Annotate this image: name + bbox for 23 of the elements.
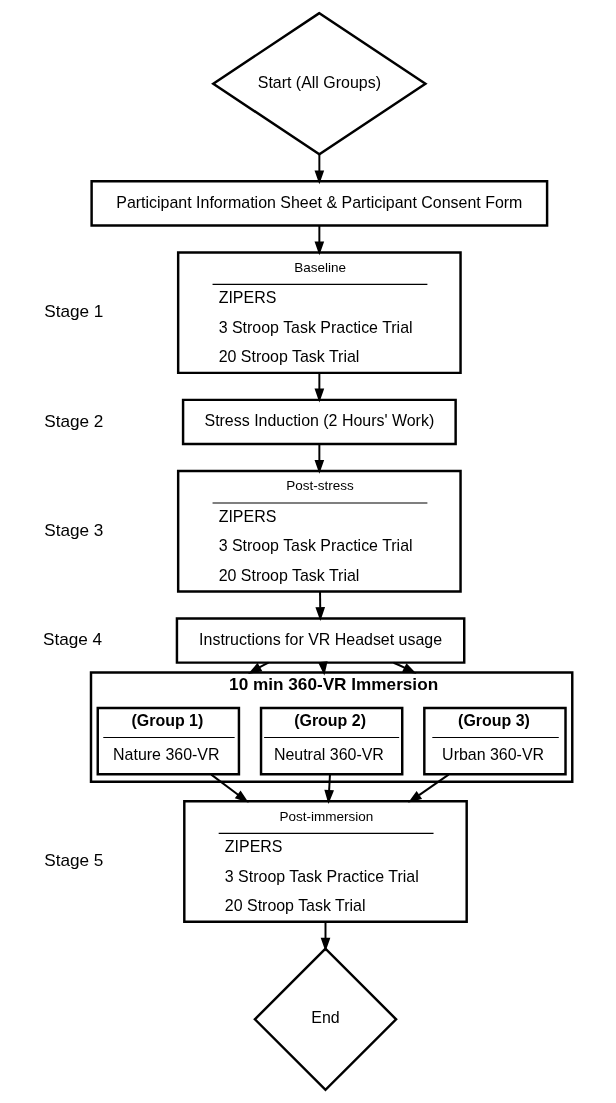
node-box: (Group 2) Neutral 360-VR — [259, 706, 404, 776]
arrow — [314, 224, 325, 256]
node-box: Post-stress ZIPERS 3 Stroop Task Practice Trial 20 Stroop Task Trial — [176, 469, 462, 593]
node-box: Baseline ZIPERS 3 Stroop Task Practice Trial 20 Stroop Task Trial — [176, 251, 462, 375]
node-diamond: Start (All Groups) — [211, 11, 428, 156]
node-box: Stress Induction (2 Hours' Work) — [181, 398, 457, 446]
node-box: Post-immersion ZIPERS 3 Stroop Task Practice Trial 20 Stroop Task Trial — [183, 800, 468, 923]
label: Stage 3 — [44, 519, 104, 540]
node-box: Participant Information Sheet & Participant Consent Form — [90, 180, 549, 227]
arrow — [210, 773, 249, 803]
label: Stage 4 — [42, 629, 103, 650]
label: Stage 5 — [44, 850, 104, 871]
label: Stage 1 — [44, 301, 104, 322]
arrow — [315, 590, 326, 621]
arrow — [324, 773, 334, 804]
node-diamond: End — [253, 946, 398, 1092]
node-box: (Group 1) Nature 360-VR — [96, 706, 241, 776]
node-box: (Group 3) Urban 360-VR — [423, 706, 567, 776]
arrow — [408, 773, 450, 803]
arrow — [314, 371, 325, 403]
label: Stage 2 — [44, 410, 104, 431]
arrow — [314, 443, 325, 474]
arrow — [314, 153, 325, 185]
